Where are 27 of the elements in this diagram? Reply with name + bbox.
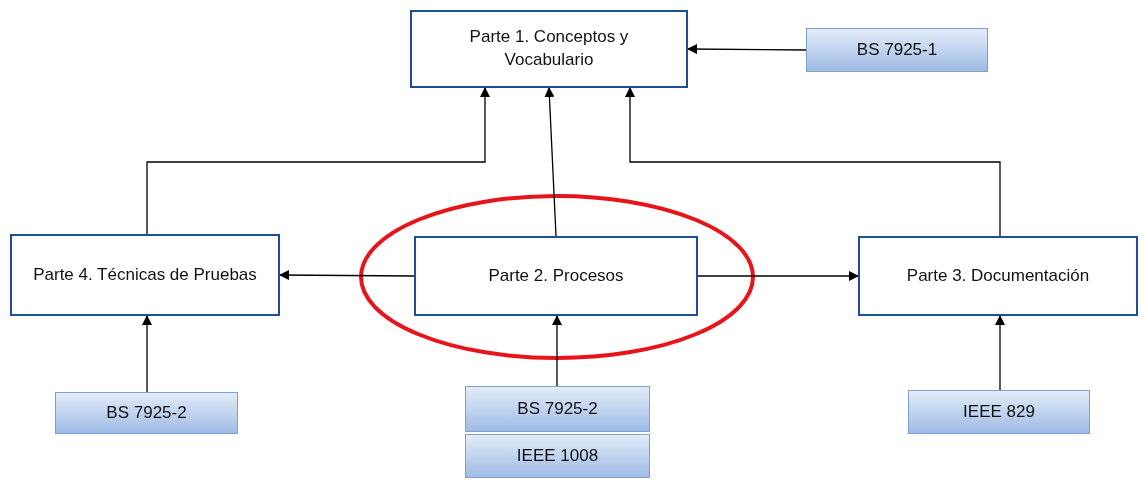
- standard-box: [465, 386, 650, 432]
- arrow: [687, 44, 807, 55]
- process-box: [414, 236, 698, 316]
- arrow: [544, 87, 557, 237]
- box-label: Parte 3. Documentación: [906, 264, 1090, 287]
- box-label: BS 7925-1: [856, 38, 938, 61]
- box-label: BS 7925-2: [517, 397, 598, 420]
- process-box: [858, 236, 1138, 316]
- box-label: Parte 2. Procesos: [488, 264, 624, 287]
- box-label: Parte 4. Técnicas de Pruebas: [33, 263, 257, 286]
- arrow: [279, 270, 415, 281]
- arrow: [625, 87, 1001, 237]
- arrow: [552, 315, 562, 387]
- arrow: [142, 315, 152, 393]
- arrow: [146, 87, 490, 235]
- arrow: [697, 271, 859, 281]
- arrow: [995, 315, 1005, 391]
- box-label: BS 7925-2: [106, 401, 187, 424]
- process-box: [410, 10, 688, 88]
- box-label: IEEE 829: [963, 400, 1035, 423]
- standard-box: [55, 392, 238, 434]
- process-box: [10, 234, 280, 316]
- box-label: Parte 1. Conceptos y Vocabulario: [468, 26, 630, 71]
- box-label: IEEE 1008: [516, 444, 599, 467]
- standard-box: [908, 390, 1090, 434]
- standard-box: [465, 434, 650, 478]
- standard-box: [806, 28, 988, 72]
